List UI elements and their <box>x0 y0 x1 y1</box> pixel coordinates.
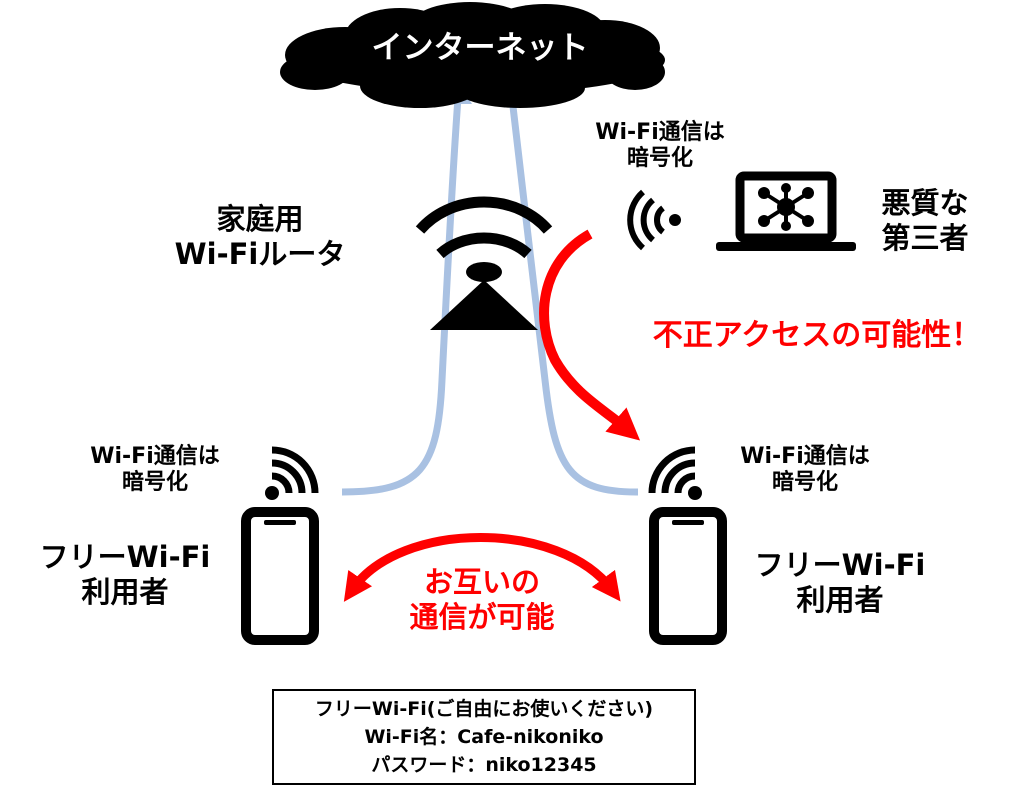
left-user-label: フリーWi-Fi 利用者 <box>20 540 230 610</box>
right-user-label: フリーWi-Fi 利用者 <box>735 548 945 618</box>
attacker-label: 悪質な 第三者 <box>860 186 990 256</box>
left-wifi-signal-icon <box>265 446 319 500</box>
mutual-label: お互いの 通信が可能 <box>372 565 592 635</box>
left-encryption-line2: 暗号化 <box>121 470 188 496</box>
left-smartphone-icon <box>241 507 319 645</box>
left-user-label-line1: フリーWi-Fi <box>39 540 211 574</box>
left-user-label-line2: 利用者 <box>81 574 169 609</box>
attack-arrow <box>539 229 641 441</box>
attacker-encryption-line2: 暗号化 <box>626 146 693 172</box>
connection-lines <box>341 97 639 496</box>
mutual-label-line1: お互いの <box>423 565 540 599</box>
right-user-label-line2: 利用者 <box>796 582 884 617</box>
link-line-right-user <box>508 97 639 496</box>
attacker-encryption-label: Wi-Fi通信は 暗号化 <box>580 120 740 173</box>
router-label-line2: Wi-Fiルータ <box>174 236 346 271</box>
left-encryption-line1: Wi-Fi通信は <box>90 444 220 469</box>
right-wifi-signal-icon <box>648 446 702 500</box>
cloud-icon <box>280 2 665 108</box>
router-label: 家庭用 Wi-Fiルータ <box>150 202 370 272</box>
right-encryption-line1: Wi-Fi通信は <box>740 444 870 469</box>
right-encryption-label: Wi-Fi通信は 暗号化 <box>720 444 890 497</box>
right-smartphone-icon <box>649 507 727 645</box>
router-label-line1: 家庭用 <box>216 202 304 236</box>
cloud-label: インターネット <box>371 30 589 66</box>
left-encryption-label: Wi-Fi通信は 暗号化 <box>70 444 240 497</box>
right-encryption-line2: 暗号化 <box>771 470 838 496</box>
mutual-label-line2: 通信が可能 <box>409 599 555 634</box>
mutual-arrow <box>343 533 621 602</box>
wifi-info-box: フリーWi-Fi(ご自由にお使いください) Wi-Fi名：Cafe-nikoni… <box>272 689 696 785</box>
wifi-info-line3: パスワード：niko12345 <box>371 754 597 776</box>
attacker-label-line1: 悪質な <box>881 186 969 220</box>
network-hub-icon <box>758 183 814 231</box>
right-user-label-line1: フリーWi-Fi <box>754 548 926 582</box>
attacker-wifi-signal-icon <box>627 189 681 251</box>
attacker-label-line2: 第三者 <box>881 220 969 255</box>
link-line-left-user <box>341 97 462 496</box>
router-icon <box>415 196 553 330</box>
wifi-info-line2: Wi-Fi名：Cafe-nikoniko <box>364 726 604 748</box>
wifi-info-line1: フリーWi-Fi(ご自由にお使いください) <box>314 698 654 720</box>
attacker-encryption-line1: Wi-Fi通信は <box>595 120 725 145</box>
warning-label: 不正アクセスの可能性！ <box>652 318 982 353</box>
